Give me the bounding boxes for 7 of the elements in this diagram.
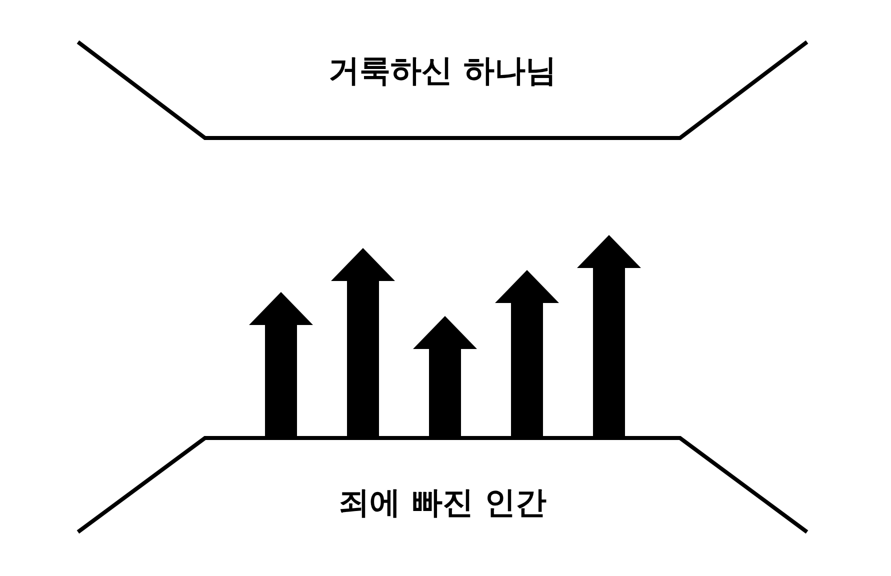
heading-text: 거룩하신 하나님 bbox=[328, 52, 556, 91]
upward-arrow bbox=[495, 270, 559, 436]
upward-arrow bbox=[413, 316, 477, 436]
upward-arrow bbox=[331, 248, 395, 436]
heading-text: 죄에 빠진 인간 bbox=[338, 484, 546, 523]
upward-arrow bbox=[249, 292, 313, 436]
upward-arrow bbox=[577, 235, 641, 436]
